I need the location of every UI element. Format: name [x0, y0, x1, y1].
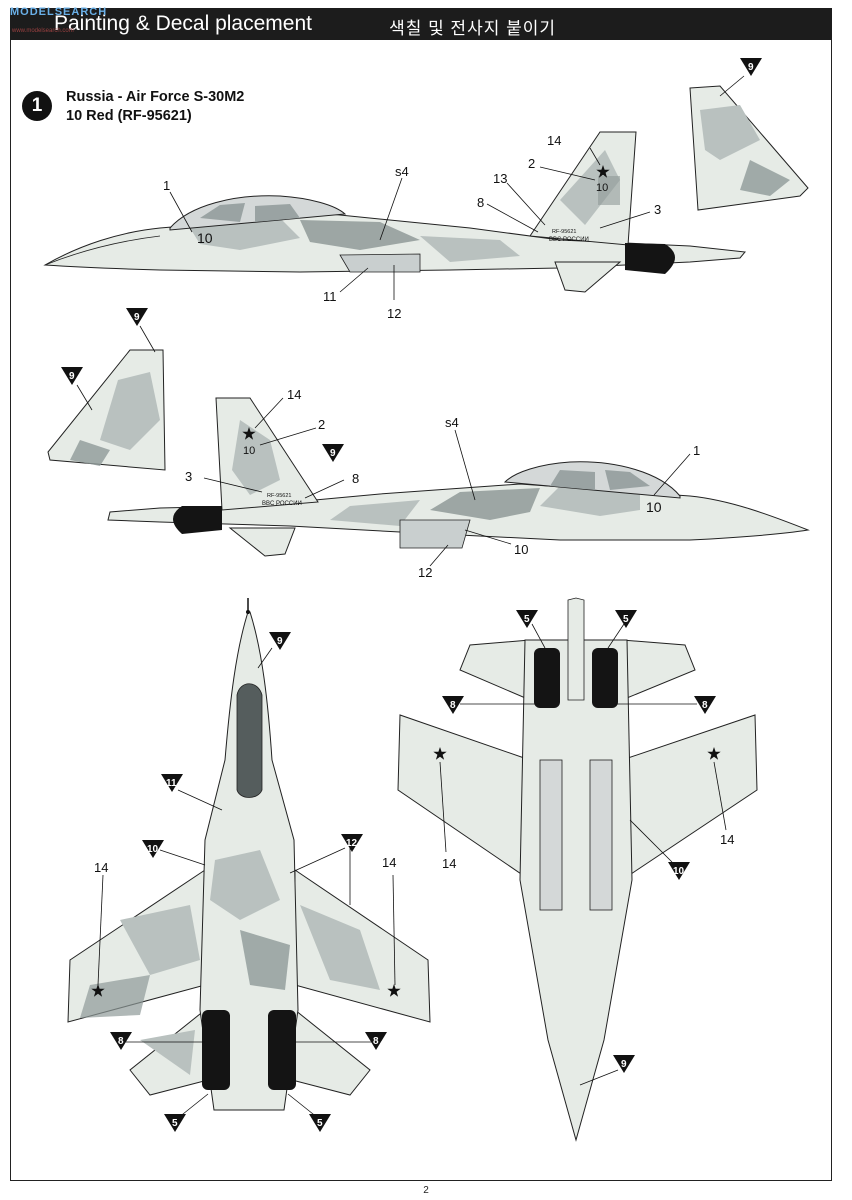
tail-number-right: 10	[243, 445, 255, 457]
callout-14-right: 14	[287, 387, 301, 402]
callout-s4-right: s4	[445, 415, 459, 430]
callout-9-tri-bottom: 9	[621, 1059, 627, 1070]
callout-11: 11	[323, 289, 337, 304]
callout-2: 2	[528, 156, 535, 171]
callout-2-right: 2	[318, 417, 325, 432]
callout-9-tri-top: 9	[277, 636, 283, 647]
callout-8-tri-top-left: 8	[118, 1036, 124, 1047]
callout-8-right: 8	[352, 471, 359, 486]
callout-10-tri-top: 10	[147, 844, 159, 855]
scheme-title: Russia - Air Force S-30M2 10 Red (RF-956…	[66, 88, 244, 126]
callout-5-tri-top-left: 5	[172, 1118, 178, 1129]
watermark-url: www.modelsearch.com	[12, 28, 74, 34]
callout-14: 14	[547, 133, 561, 148]
callout-12-right: 12	[418, 565, 432, 580]
callout-9-tri-b: 9	[330, 448, 336, 459]
top-view: 9 11 10 12 14 14 8 8 5 5	[67, 598, 431, 1132]
callout-5-tri-top-right: 5	[317, 1118, 323, 1129]
callout-10-tri-bottom: 10	[673, 866, 685, 877]
header-title-ko: 색칠 및 전사지 붙이기	[389, 19, 556, 38]
callout-1-right: 1	[693, 443, 700, 458]
fin-detail-mid-left: 9 9	[47, 308, 166, 471]
callout-14-top-right: 14	[382, 855, 396, 870]
side-view-right: 10 RF-95621 BBC РОССИИ 10 1 s4 14 2 3 8 …	[107, 387, 810, 580]
callout-8-tri-top-right: 8	[373, 1036, 379, 1047]
header-title-en: Painting & Decal placement	[54, 12, 312, 35]
tail-number-left: 10	[596, 182, 608, 194]
page-number: 2	[423, 1185, 429, 1196]
registration-left: RF-95621	[552, 229, 576, 235]
callout-9-tri-d: 9	[69, 371, 75, 382]
callout-3: 3	[654, 202, 661, 217]
callout-14-bottom-left: 14	[442, 856, 456, 871]
callout-14-bottom-right: 14	[720, 832, 734, 847]
callout-12: 12	[387, 306, 401, 321]
callout-10-right: 10	[514, 542, 528, 557]
callout-13: 13	[493, 171, 507, 186]
callout-5-tri-bottom-right: 5	[623, 614, 629, 625]
fin-detail-top-right: 9	[689, 58, 809, 211]
callout-1: 1	[163, 178, 170, 193]
nose-number-right: 10	[646, 499, 662, 515]
callout-9-tri-c: 9	[134, 312, 140, 323]
scheme-number-badge: 1	[22, 91, 52, 121]
callout-s4: s4	[395, 164, 409, 179]
callout-8-tri-bottom-right: 8	[702, 700, 708, 711]
callout-12-tri-top: 12	[346, 838, 358, 849]
callout-14-top-left: 14	[94, 860, 108, 875]
scheme-title-line1: Russia - Air Force S-30M2	[66, 89, 245, 105]
bottom-view: 5 5 8 8 14 14 10 9	[397, 597, 758, 1142]
header-bar: Painting & Decal placement 색칠 및 전사지 붙이기	[10, 8, 832, 40]
air-force-text-left: BBC РОССИИ	[549, 237, 589, 243]
callout-9-tri-a: 9	[748, 62, 754, 73]
watermark-logo: MODELSEARCH	[10, 6, 108, 18]
callout-3-right: 3	[185, 469, 192, 484]
callout-11-tri-top: 11	[166, 778, 177, 789]
callout-8-tri-bottom-left: 8	[450, 700, 456, 711]
side-view-left: 10 RF-95621 BBC РОССИИ 10 1 s4 14 2 13 8…	[43, 131, 746, 321]
scheme-title-line2: 10 Red (RF-95621)	[66, 108, 192, 124]
callout-5-tri-bottom-left: 5	[524, 614, 530, 625]
callout-8: 8	[477, 195, 484, 210]
air-force-text-right: BBC РОССИИ	[262, 501, 302, 507]
nose-number-left: 10	[197, 230, 213, 246]
registration-right: RF-95621	[267, 493, 291, 499]
